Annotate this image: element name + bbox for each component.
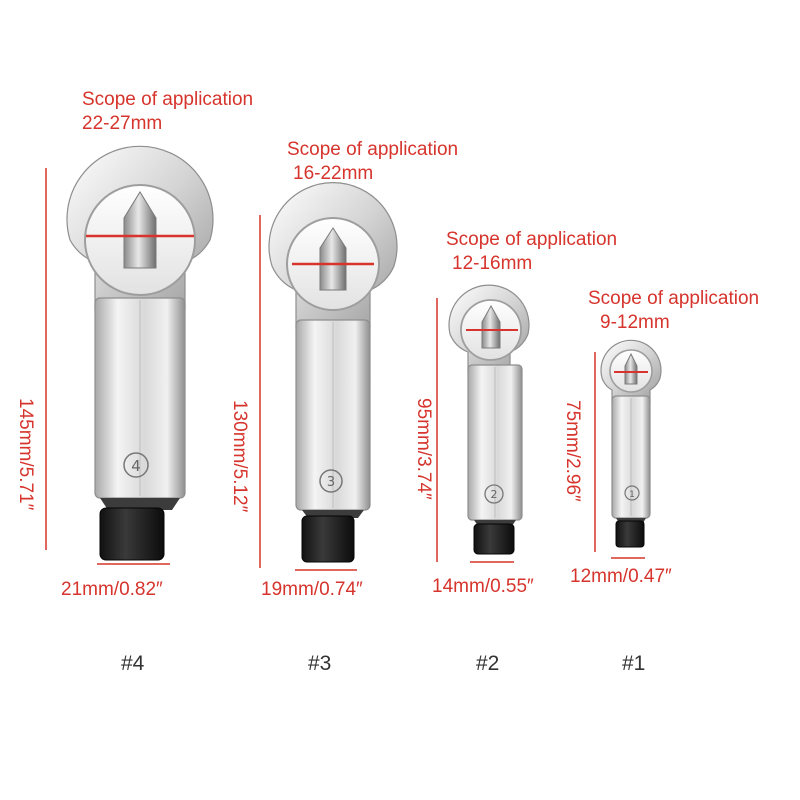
tool-number-1: #1 (622, 652, 646, 675)
tool-number-4: #4 (121, 652, 145, 675)
scope-label-2: Scope of application 12-16mm (446, 228, 617, 276)
width-label-2: 14mm/0.55″ (432, 576, 534, 597)
tool-3: 3 (259, 182, 398, 571)
size-stamp-4: 4 (131, 457, 141, 475)
scope-title-2: Scope of application (446, 229, 618, 250)
scope-range-2: 12-16mm (452, 253, 533, 274)
width-label-1: 12mm/0.47″ (570, 566, 672, 587)
scope-range-4: 22-27mm (82, 113, 163, 134)
scope-label-3: Scope of application 16-22mm (287, 138, 458, 186)
scope-title-4: Scope of application (82, 89, 254, 110)
scope-title-1: Scope of application (588, 288, 760, 309)
tool-number-2: #2 (476, 652, 500, 675)
tool-1: 1 (594, 339, 662, 559)
scope-range-3: 16-22mm (293, 163, 374, 184)
tool-number-3: #3 (308, 652, 332, 675)
scope-title-3: Scope of application (287, 139, 459, 160)
scope-label-1: Scope of application 9-12mm (588, 287, 759, 335)
length-label-1: 75mm/2.96″ (562, 400, 583, 502)
tool-2: 2 (436, 284, 530, 563)
size-stamp-2: 2 (491, 488, 498, 501)
tool-4: 4 (45, 145, 214, 565)
length-label-3: 130mm/5.12″ (229, 400, 250, 513)
width-label-3: 19mm/0.74″ (261, 579, 363, 600)
length-label-2: 95mm/3.74″ (413, 398, 434, 500)
scope-range-1: 9-12mm (600, 312, 670, 333)
size-stamp-3: 3 (327, 475, 335, 490)
size-stamp-1: 1 (629, 490, 635, 500)
width-label-4: 21mm/0.82″ (61, 579, 163, 600)
scope-label-4: Scope of application 22-27mm (82, 88, 253, 136)
length-label-4: 145mm/5.71″ (15, 398, 36, 511)
